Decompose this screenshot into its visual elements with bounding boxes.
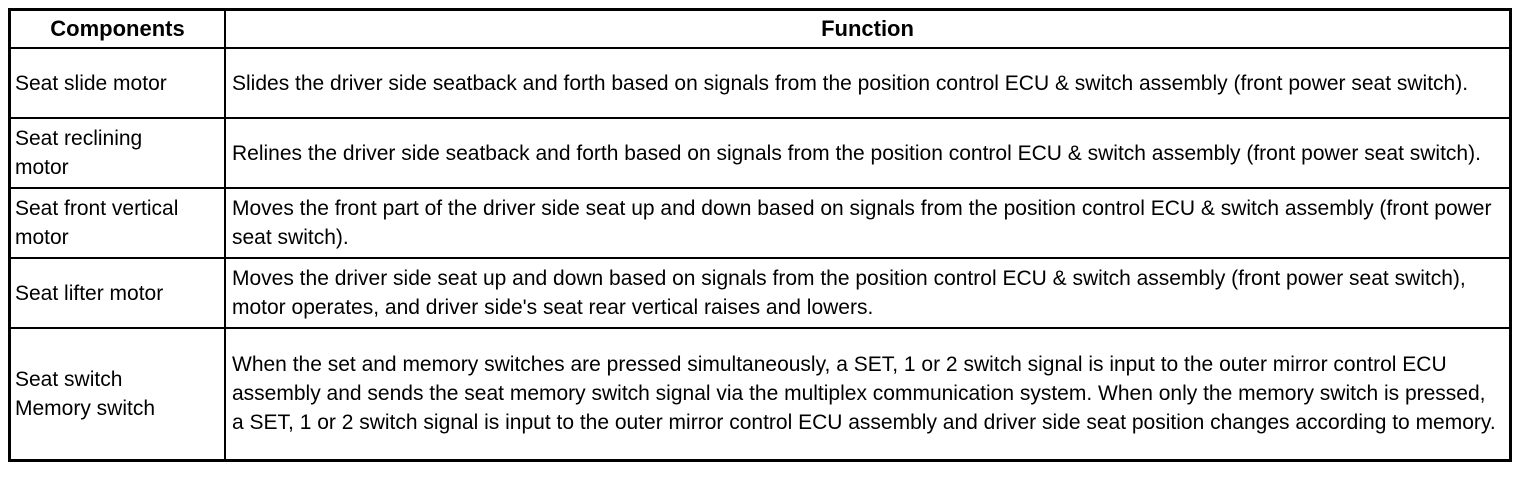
components-column-header: Components [8,8,226,49]
function-cell: Slides the driver side seatback and fort… [224,47,1512,119]
table-row-seat-reclining-motor: Seat reclining motor Relines the driver … [8,117,1512,189]
component-cell: Seat lifter motor [8,257,226,329]
function-cell: Moves the driver side seat up and down b… [224,257,1512,329]
component-cell: Seat slide motor [8,47,226,119]
component-cell: Seat reclining motor [8,117,226,189]
components-function-table: Components Function Seat slide motor Sli… [8,8,1512,462]
table-row-seat-front-vertical-motor: Seat front vertical motor Moves the fron… [8,187,1512,259]
table-header-row: Components Function [8,8,1512,49]
table-row-seat-slide-motor: Seat slide motor Slides the driver side … [8,47,1512,119]
function-cell: Moves the front part of the driver side … [224,187,1512,259]
function-cell: Relines the driver side seatback and for… [224,117,1512,189]
function-cell: When the set and memory switches are pre… [224,327,1512,461]
table-row-seat-lifter-motor: Seat lifter motor Moves the driver side … [8,257,1512,329]
function-column-header: Function [224,8,1512,49]
table-row-seat-switch-memory-switch: Seat switch Memory switch When the set a… [8,327,1512,461]
component-cell: Seat front vertical motor [8,187,226,259]
component-cell: Seat switch Memory switch [8,327,226,461]
